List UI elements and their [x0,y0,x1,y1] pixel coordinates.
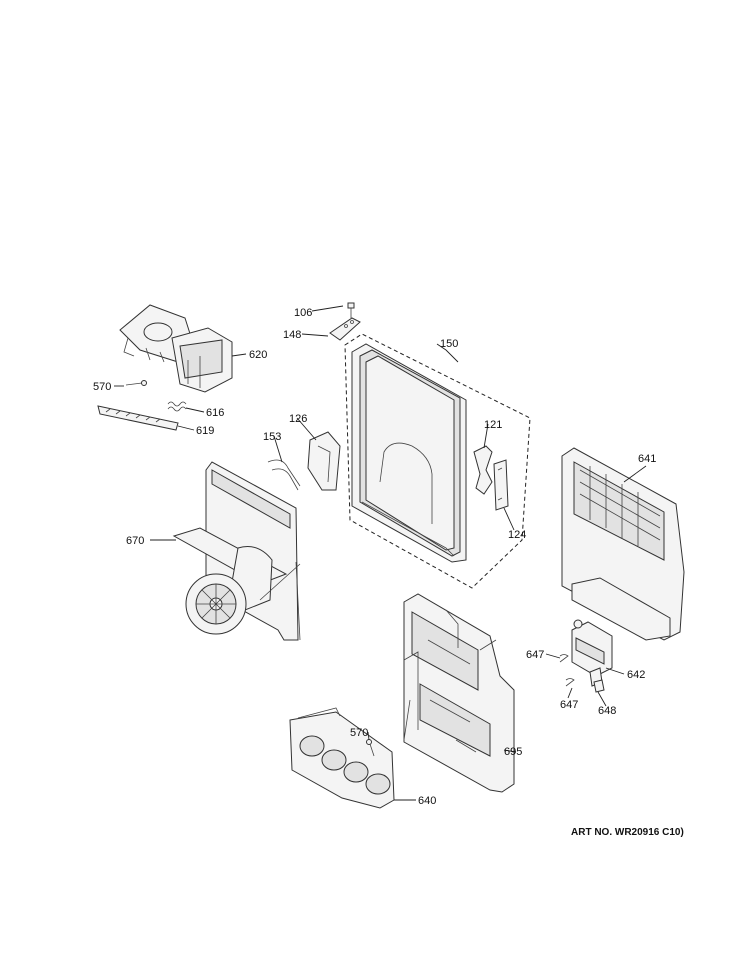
art-number: ART NO. WR20916 C10) [571,827,684,838]
callout-648: 648 [598,705,616,717]
group-outline-150 [344,333,531,589]
part-124-hinge[interactable] [493,459,509,511]
callout-121: 121 [484,419,502,431]
callout-647-upper: 647 [526,649,544,661]
part-153-wire-harness[interactable] [267,459,301,491]
callout-642: 642 [627,669,645,681]
callout-106: 106 [294,307,312,319]
part-640-auger-tray[interactable] [289,707,395,809]
callout-647-lower: 647 [560,699,578,711]
part-121-latch[interactable] [473,445,493,495]
part-647-clip-upper[interactable] [559,654,569,663]
callout-148: 148 [283,329,301,341]
leader-lines [114,305,647,801]
part-150-dispenser-door[interactable] [351,343,467,563]
part-570-screw-lower[interactable] [366,739,375,757]
part-641-rear-panel[interactable] [561,447,685,641]
callout-616: 616 [206,407,224,419]
callout-126: 126 [289,413,307,425]
part-106-screw[interactable] [347,302,355,318]
callout-670: 670 [126,535,144,547]
part-695-dispenser-housing[interactable] [403,593,515,793]
callout-619: 619 [196,425,214,437]
callout-150: 150 [440,338,458,350]
part-647-clip-lower[interactable] [565,678,575,687]
callout-153: 153 [263,431,281,443]
part-619-ejector-blade[interactable] [97,405,179,431]
callout-641: 641 [638,453,656,465]
callout-124: 124 [508,529,526,541]
callout-695: 695 [504,746,522,758]
callout-570-upper: 570 [93,381,111,393]
part-642-water-valve[interactable] [571,619,613,687]
callout-570-lower: 570 [350,727,368,739]
part-570-screw-upper[interactable] [125,380,147,386]
part-648-fitting[interactable] [593,679,605,693]
part-616-spring[interactable] [167,401,187,412]
part-126-duct[interactable] [307,431,341,491]
callout-620: 620 [249,349,267,361]
part-620-ice-maker[interactable] [119,304,233,393]
part-670-fan-housing[interactable] [172,461,301,641]
callout-640: 640 [418,795,436,807]
part-148-bracket[interactable] [329,317,361,341]
